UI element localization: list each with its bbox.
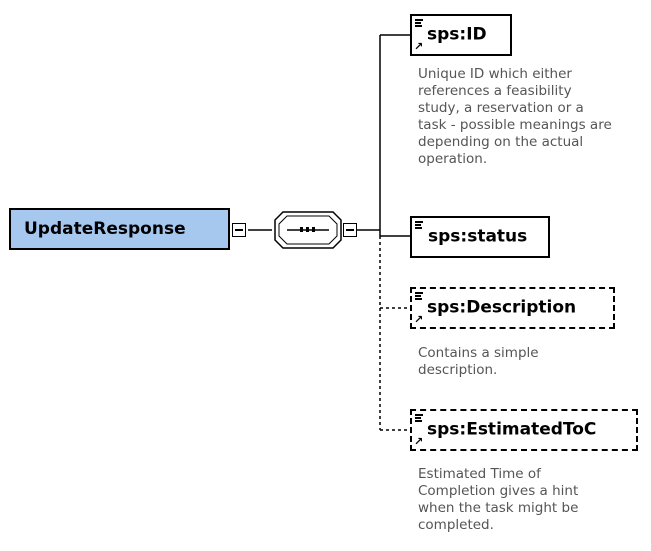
reference-arrow-icon: ↗: [414, 313, 424, 326]
element-content-icon: [415, 221, 423, 230]
sequence-collapse-toggle[interactable]: [343, 223, 357, 237]
sequence-icon: [300, 227, 303, 232]
root-collapse-toggle[interactable]: [232, 223, 246, 237]
reference-arrow-icon: ↗: [414, 435, 424, 448]
child-element-sps-status[interactable]: sps:status: [410, 216, 554, 262]
element-content-icon: [415, 292, 423, 301]
child-element-sps-description[interactable]: ↗ sps:Description: [410, 287, 615, 329]
element-content-icon: [415, 414, 423, 423]
child-element-sps-id[interactable]: ↗ sps:ID: [410, 14, 516, 60]
child-element-sps-estimatedtoc[interactable]: ↗ sps:EstimatedToC: [410, 409, 638, 451]
child-element-label: sps:Description: [427, 297, 577, 318]
root-element-label: UpdateResponse: [24, 219, 186, 239]
child-element-description: Unique ID which either references a feas…: [418, 66, 612, 167]
element-content-icon: [415, 19, 423, 28]
child-element-description: Estimated Time of Completion gives a hin…: [418, 466, 579, 533]
root-element-updateresponse[interactable]: UpdateResponse: [9, 208, 235, 255]
child-element-description: Contains a simple description.: [418, 345, 539, 378]
reference-arrow-icon: ↗: [414, 40, 424, 53]
child-element-label: sps:status: [428, 226, 528, 247]
child-element-label: sps:EstimatedToC: [427, 419, 597, 440]
child-element-label: sps:ID: [427, 24, 487, 45]
